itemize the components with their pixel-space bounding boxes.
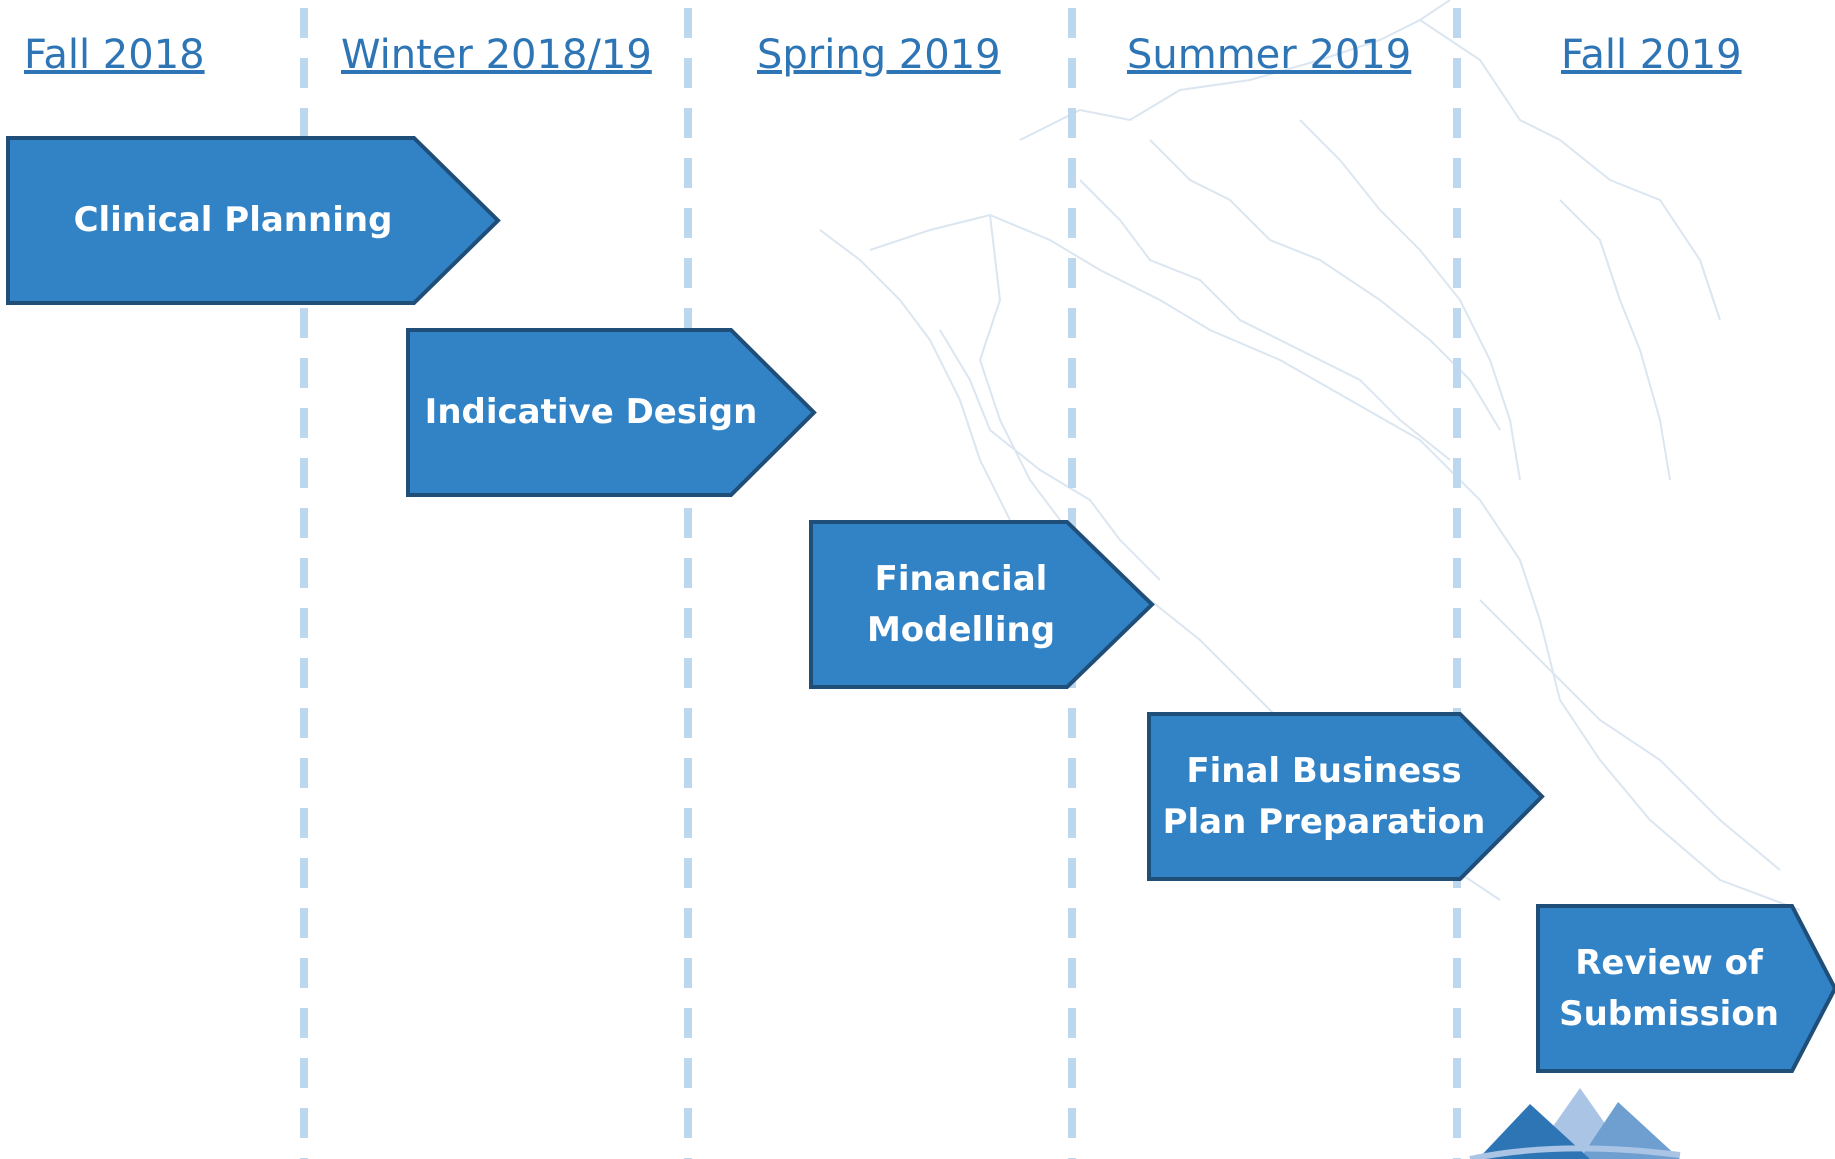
mountain-logo-icon xyxy=(1469,1088,1681,1159)
season-label[interactable]: Winter 2018/19 xyxy=(341,32,652,78)
phase-arrows xyxy=(6,136,1835,1073)
season-label[interactable]: Summer 2019 xyxy=(1127,32,1412,78)
phase-arrow xyxy=(809,520,1155,689)
phase-arrow xyxy=(406,328,817,497)
phase-arrow xyxy=(1147,712,1545,881)
phase-arrow xyxy=(1536,904,1835,1073)
season-label[interactable]: Spring 2019 xyxy=(757,32,1001,78)
season-label[interactable]: Fall 2019 xyxy=(1561,32,1742,78)
phase-arrow xyxy=(6,136,501,305)
region-map-outline xyxy=(819,0,1801,911)
season-label[interactable]: Fall 2018 xyxy=(24,32,205,78)
